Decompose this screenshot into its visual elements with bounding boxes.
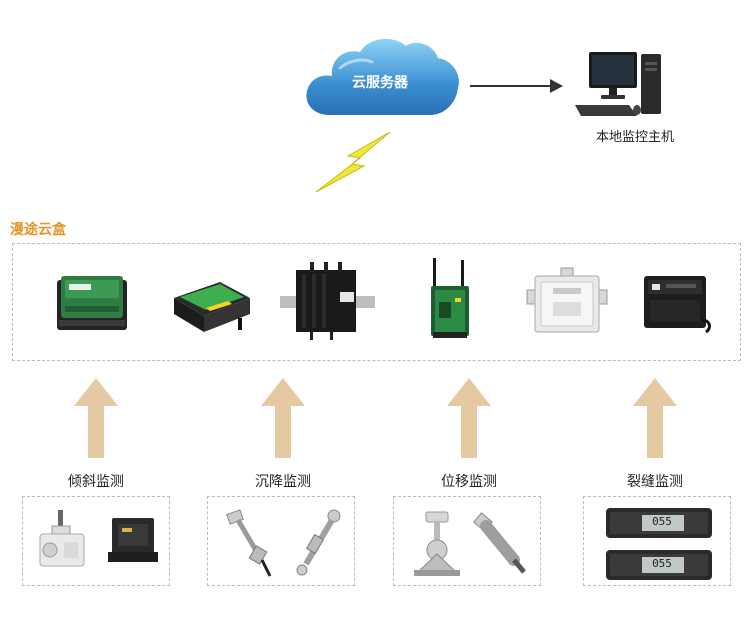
arrow-up-icon: [633, 378, 677, 458]
tilt-sensor-icon: [39, 510, 85, 567]
crack-gauge-icon: [606, 508, 712, 538]
cloud-server-label: 云服务器: [352, 75, 408, 91]
crack-gauge-icon: [606, 550, 712, 580]
local-monitor-label: 本地监控主机: [595, 130, 674, 145]
category-label-crack: 裂缝监测: [627, 474, 683, 490]
black-controller-icon: [644, 276, 711, 334]
sensor-box-settlement: [207, 496, 355, 586]
gateway-router-icon: [174, 282, 250, 332]
crack-gauge-readout: 055: [652, 557, 672, 570]
arrow-up-icon: [447, 378, 491, 458]
sensor-box-tilt: [22, 496, 170, 586]
tilt-module-icon: [108, 518, 158, 562]
displacement-probe-icon: [473, 512, 526, 574]
settlement-meter-icon: [296, 509, 341, 576]
settlement-rod-icon: [226, 509, 272, 577]
category-label-settlement: 沉降监测: [255, 474, 311, 490]
arrow-right-icon: [470, 79, 563, 93]
junction-box-icon: [526, 267, 608, 333]
displacement-mount-icon: [414, 511, 460, 576]
din-rail-module-icon: [280, 262, 375, 340]
crack-gauge-readout: 055: [652, 515, 672, 528]
lightning-icon: [315, 131, 391, 193]
desktop-computer-icon: [575, 52, 661, 116]
sensor-box-crack: [583, 496, 731, 586]
data-logger-green-icon: [57, 276, 127, 330]
arrow-up-icon: [74, 378, 118, 458]
category-label-displacement: 位移监测: [441, 474, 497, 490]
section-title: 漫途云盒: [10, 222, 66, 238]
arrow-up-icon: [261, 378, 305, 458]
sensor-box-displacement: [393, 496, 541, 586]
antenna-terminal-icon: [431, 258, 469, 338]
device-group-box: [12, 243, 741, 361]
cloud-shape: [306, 38, 459, 115]
category-label-tilt: 倾斜监测: [68, 474, 124, 490]
